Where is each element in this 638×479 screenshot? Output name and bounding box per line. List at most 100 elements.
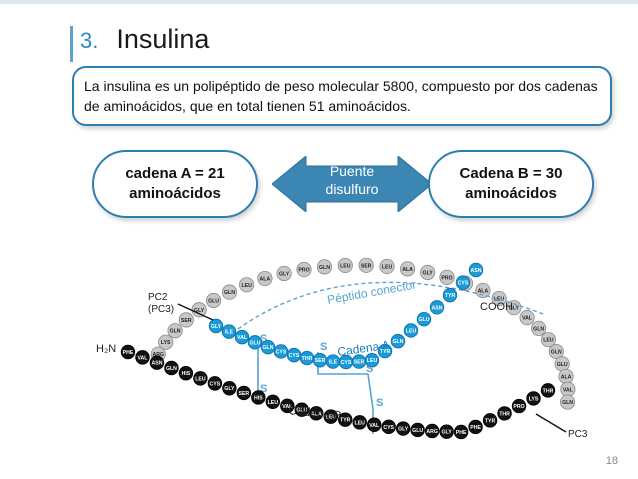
svg-text:SER: SER	[315, 358, 326, 364]
connector-residue: LEU	[337, 257, 353, 274]
connector-dashed-line	[237, 281, 544, 330]
svg-text:GLN: GLN	[166, 366, 177, 372]
chain-b-residue: HIS	[178, 366, 194, 381]
svg-text:TYR: TYR	[445, 293, 456, 299]
chain-a-residue: CYS	[273, 344, 289, 359]
svg-text:SER: SER	[239, 391, 250, 397]
chain-b-residue: GLY	[395, 421, 411, 436]
svg-text:GLN: GLN	[393, 339, 404, 345]
connector-residue: GLN	[548, 343, 564, 360]
connector-residue: LEU	[491, 290, 507, 307]
connector-residue: ALA	[475, 282, 491, 299]
svg-text:GLY: GLY	[509, 306, 520, 312]
chain-a-residue: GLU	[416, 311, 432, 327]
chain-b-residue: PRO	[511, 398, 527, 414]
svg-text:GLU: GLU	[250, 340, 261, 346]
pc3-arrow	[535, 413, 567, 433]
svg-text:VAL: VAL	[563, 387, 574, 393]
svg-text:ILE: ILE	[225, 330, 234, 336]
svg-text:GLN: GLN	[170, 329, 181, 335]
page-number: 18	[605, 455, 618, 467]
chain-b-residue: ARG	[424, 423, 440, 439]
svg-text:ASN: ASN	[432, 305, 443, 311]
svg-text:GLY: GLY	[211, 324, 222, 330]
svg-text:LEU: LEU	[268, 400, 279, 406]
svg-text:SER: SER	[181, 318, 192, 324]
connector-residue: PRO	[439, 269, 455, 285]
chain-a-residue: TYR	[377, 343, 393, 359]
svg-text:GLN: GLN	[533, 326, 544, 332]
svg-text:ASN: ASN	[151, 361, 162, 367]
h2n-label: H₂N	[96, 343, 116, 355]
svg-text:GLU: GLU	[296, 408, 307, 414]
chain-b-residue: VAL	[280, 398, 295, 414]
svg-text:LEU: LEU	[494, 297, 505, 303]
svg-text:LEU: LEU	[195, 376, 206, 382]
pc2-arrow	[177, 303, 214, 321]
chain-b-residue: GLY	[222, 381, 237, 396]
svg-text:LYS: LYS	[529, 396, 539, 402]
svg-text:GLN: GLN	[551, 350, 562, 356]
slide-title: Insulina	[116, 24, 210, 54]
definition-box: La insulina es un polipéptido de peso mo…	[72, 66, 612, 126]
chain-a-box: cadena A = 21 aminoácidos	[92, 150, 258, 218]
chain-a-residue: GLY	[208, 318, 224, 334]
svg-text:TYR: TYR	[340, 418, 351, 424]
chain-b-residue: CYS	[381, 419, 396, 435]
chain-b-residue: LEU	[352, 415, 367, 430]
svg-text:PRO: PRO	[513, 404, 524, 410]
chain-a-residue: GLU	[247, 335, 263, 350]
chain-b-residue: PHE	[453, 424, 469, 440]
svg-text:ILE: ILE	[329, 360, 338, 366]
svg-text:ARG: ARG	[426, 429, 438, 435]
svg-text:GLU: GLU	[412, 428, 423, 434]
top-decoration-bar	[0, 0, 638, 4]
connector-residue: GLU	[554, 356, 570, 372]
sulfur-label: S	[320, 341, 327, 353]
svg-text:SER: SER	[354, 360, 365, 366]
chain-a-residue: CYS	[286, 347, 302, 363]
svg-text:ALA: ALA	[402, 267, 413, 273]
chain-b-residue: VAL	[367, 417, 382, 432]
svg-text:THR: THR	[499, 411, 510, 417]
svg-text:LEU: LEU	[382, 264, 393, 270]
chain-a-residue: LEU	[364, 353, 380, 368]
chain-b-residue: VAL	[135, 350, 150, 365]
connector-residue: VAL	[560, 381, 576, 397]
connector-residue: SER	[178, 312, 194, 328]
svg-text:PHE: PHE	[456, 430, 467, 436]
chain-a-residue: SER	[312, 353, 328, 368]
sulfur-label: S	[260, 383, 267, 395]
connector-residue: GLY	[191, 302, 207, 318]
svg-text:CYS: CYS	[276, 349, 287, 355]
chain-b-residue: THR	[540, 383, 556, 398]
svg-text:GLN: GLN	[319, 265, 330, 271]
chain-b-residue: THR	[497, 406, 512, 421]
disulfide-bridge-arrow: Puente disulfuro	[271, 154, 433, 214]
svg-text:LEU: LEU	[406, 328, 417, 334]
svg-text:GLU: GLU	[419, 317, 430, 323]
connector-residue: GLN	[167, 323, 183, 339]
chain-a-count: cadena A = 21	[125, 165, 225, 182]
chain-b-unit: aminoácidos	[465, 185, 557, 202]
chain-b-residue: GLU	[294, 402, 309, 417]
connector-residue: LYS	[158, 334, 174, 350]
svg-text:LEU: LEU	[367, 358, 378, 364]
chain-b-box: Cadena B = 30 aminoácidos	[428, 150, 594, 218]
chain-b-label: Cadena B	[288, 403, 343, 423]
svg-text:LEU: LEU	[326, 415, 337, 421]
chain-a-residue: THR	[299, 350, 315, 366]
chain-b-residue: PHE	[120, 344, 136, 360]
svg-text:PHE: PHE	[470, 425, 481, 431]
svg-text:VAL: VAL	[282, 404, 293, 410]
connector-residue: GLN	[559, 394, 576, 410]
connector-residue: VAL	[519, 310, 535, 326]
connector-residue: LEU	[540, 332, 556, 348]
chain-a-residue: ILE	[221, 324, 237, 339]
svg-text:TYR: TYR	[485, 418, 496, 424]
chain-b-residue: TYR	[338, 412, 353, 427]
svg-text:VAL: VAL	[369, 423, 380, 429]
pc2-label: PC2	[148, 292, 168, 303]
connector-residue: GLN	[316, 259, 333, 275]
svg-text:THR: THR	[302, 356, 313, 362]
